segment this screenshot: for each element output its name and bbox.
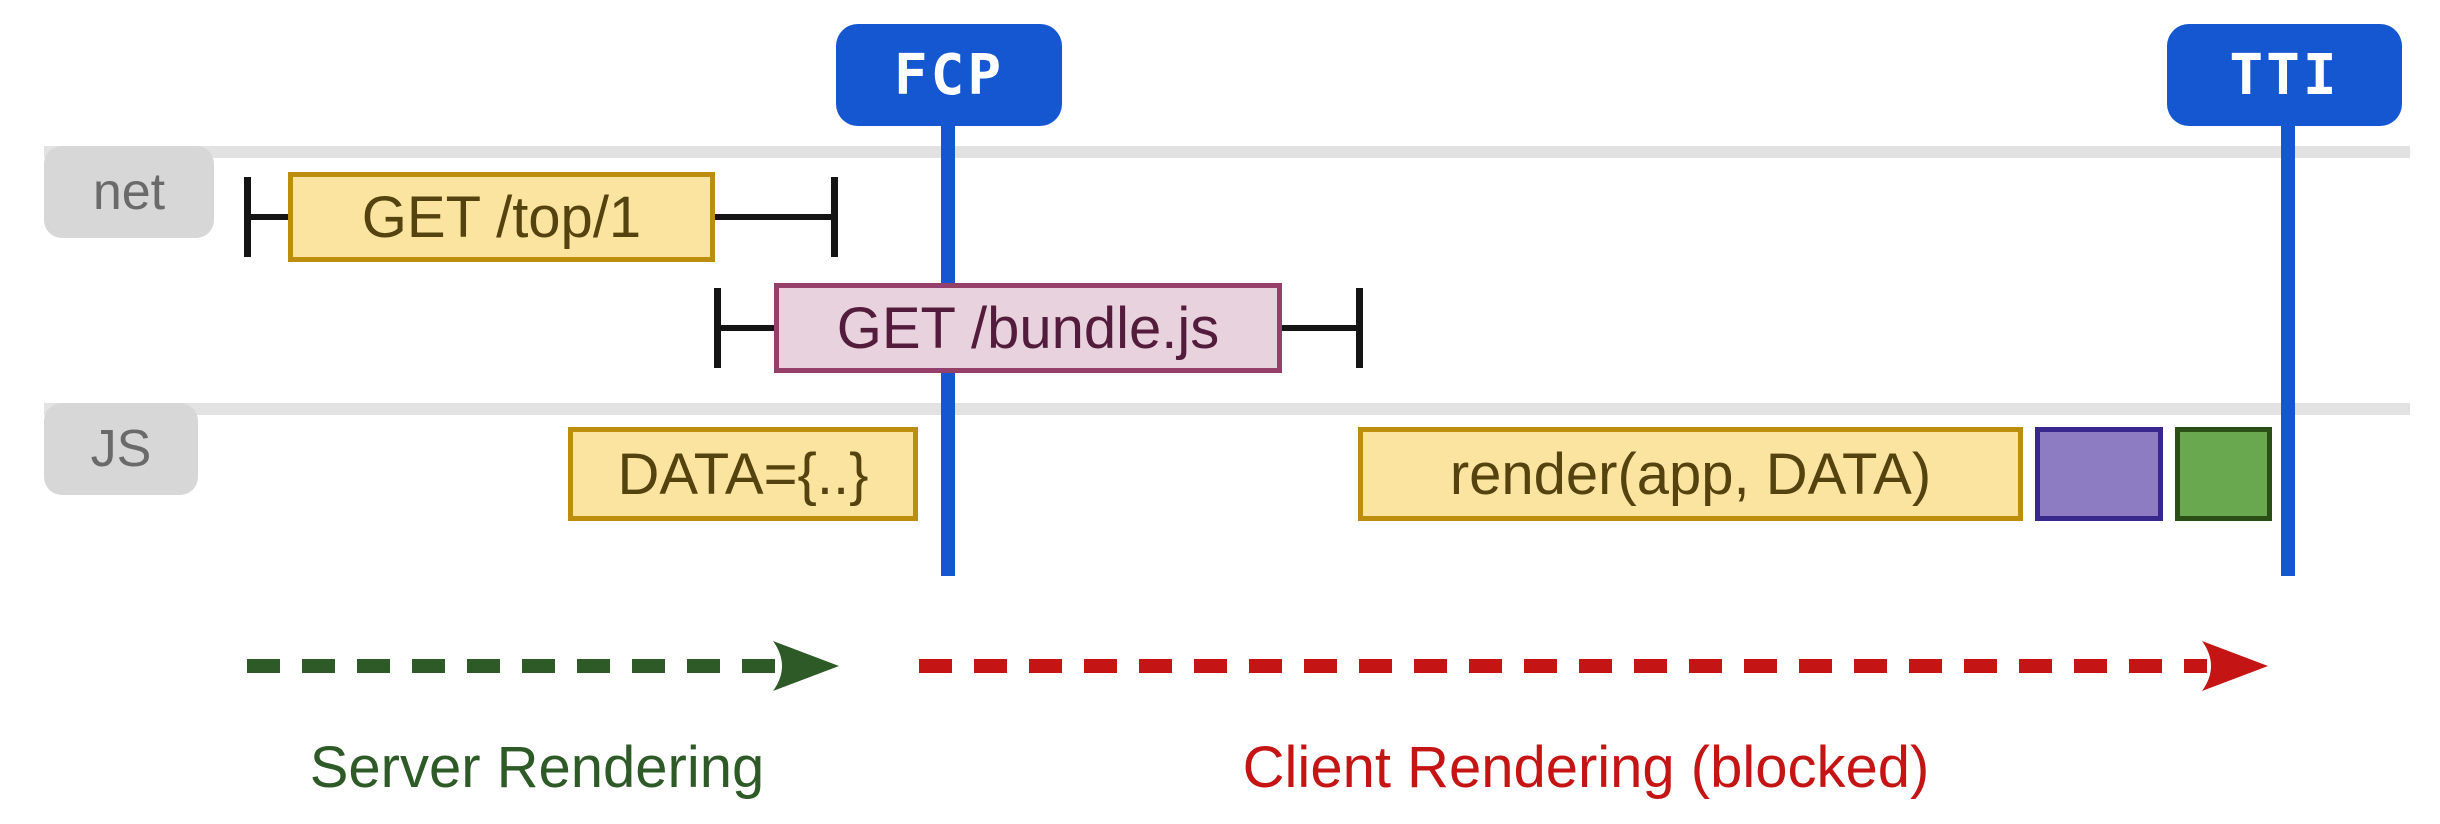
get-bundle-request-box: GET /bundle.js (774, 283, 1282, 373)
get-bundle-request-label: GET /bundle.js (836, 295, 1220, 361)
net-lane-rail (44, 146, 2410, 158)
tti-badge: TTI (2167, 24, 2402, 126)
fcp-badge-text: FCP (893, 42, 1005, 108)
green-task-block (2175, 427, 2272, 521)
js-lane-label: JS (44, 403, 198, 495)
net-lane-label-text: net (92, 163, 166, 221)
get-top-start-tick (244, 177, 251, 257)
server-rendering-caption: Server Rendering (309, 735, 765, 800)
server-rendering-arrowhead (773, 641, 839, 691)
render-task-label: render(app, DATA) (1449, 441, 1932, 507)
tti-marker-line (2281, 120, 2295, 576)
client-rendering-arrowhead (2202, 641, 2268, 691)
data-task-box: DATA={..} (568, 427, 918, 521)
get-top-start-connector (251, 214, 291, 220)
get-bundle-start-tick (714, 288, 721, 368)
get-bundle-end-connector (1279, 325, 1359, 331)
data-task-label: DATA={..} (617, 441, 869, 507)
js-lane-rail (44, 403, 2410, 415)
get-bundle-end-tick (1356, 288, 1363, 368)
fcp-badge: FCP (836, 24, 1062, 126)
render-task-box: render(app, DATA) (1358, 427, 2023, 521)
get-bundle-start-connector (721, 325, 777, 331)
get-top-end-tick (831, 177, 838, 257)
get-top-end-connector (712, 214, 834, 220)
purple-task-block (2035, 427, 2163, 521)
js-lane-label-text: JS (90, 420, 152, 478)
client-rendering-caption: Client Rendering (blocked) (1242, 735, 1930, 800)
tti-badge-text: TTI (2229, 42, 2340, 108)
get-top-request-box: GET /top/1 (288, 172, 715, 262)
get-top-request-label: GET /top/1 (361, 184, 642, 250)
net-lane-label: net (44, 146, 214, 238)
